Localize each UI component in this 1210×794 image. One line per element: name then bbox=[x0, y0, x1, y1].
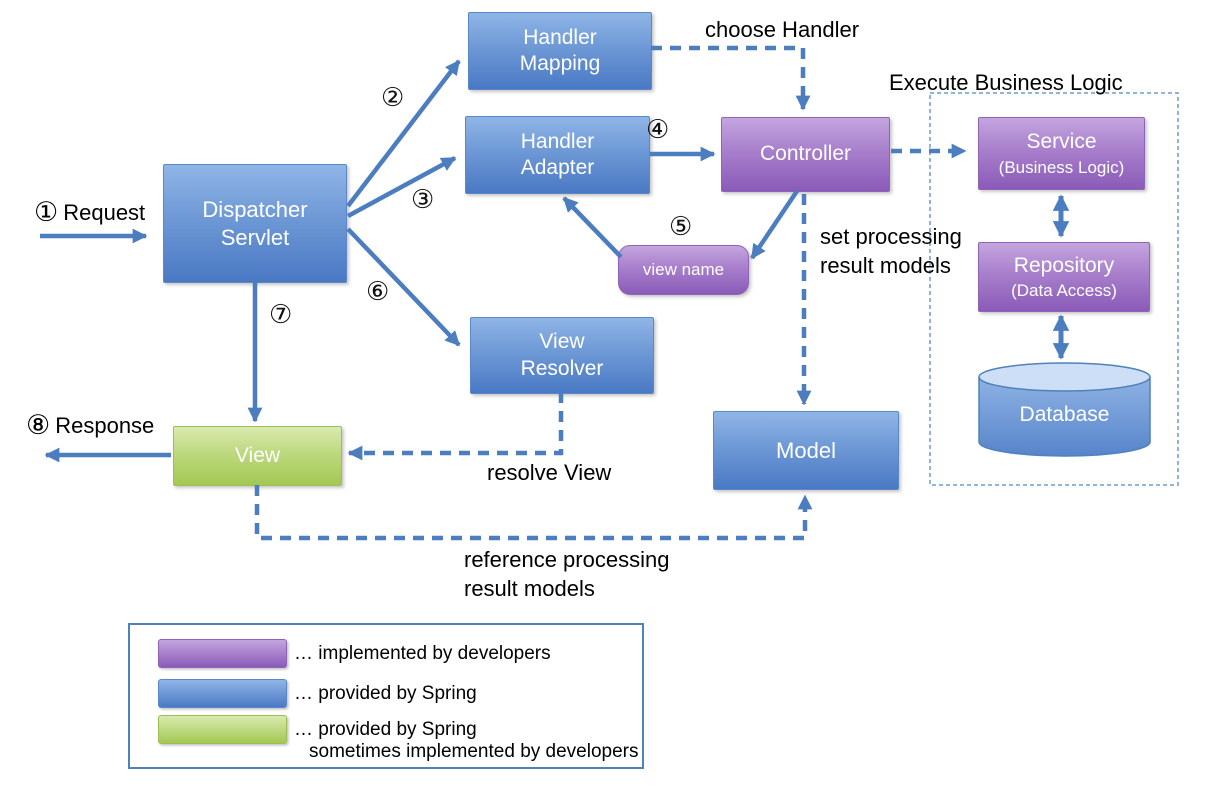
choose-handler-label: choose Handler bbox=[705, 17, 860, 42]
arrow-step6-to-view-resolver bbox=[346, 227, 461, 347]
arrow-step3-to-handler-adapter bbox=[346, 156, 457, 218]
label-line: result models bbox=[464, 576, 595, 601]
node-label: Handler bbox=[520, 129, 595, 153]
node-model: Model bbox=[713, 411, 899, 490]
legend: … implemented by developers … provided b… bbox=[128, 623, 644, 769]
request-text: Request bbox=[63, 200, 146, 225]
step-3-badge: ③ bbox=[411, 185, 435, 215]
label-line: result models bbox=[820, 253, 951, 278]
step-2-badge: ② bbox=[381, 83, 405, 113]
legend-item-label: … provided by Spring bbox=[294, 719, 477, 740]
legend-item-label: … implemented by developers bbox=[294, 643, 551, 664]
node-label: Servlet bbox=[220, 224, 290, 250]
node-label: Handler bbox=[523, 25, 597, 49]
legend-item-label: … provided by Spring bbox=[294, 683, 477, 704]
step-8-badge: ⑧ bbox=[26, 410, 51, 441]
node-controller: Controller bbox=[721, 117, 890, 192]
node-label: Repository bbox=[1013, 253, 1115, 277]
node-label: view name bbox=[642, 260, 725, 280]
response-label: ⑧ Response bbox=[26, 411, 154, 440]
legend-item-label2: sometimes implemented by developers bbox=[309, 741, 639, 762]
step-4-badge: ④ bbox=[646, 115, 670, 145]
label-line: reference processing bbox=[464, 547, 670, 572]
node-label: Adapter bbox=[520, 156, 595, 179]
node-sublabel: (Data Access) bbox=[1011, 281, 1117, 300]
node-label: Service bbox=[1026, 130, 1097, 154]
legend-swatch-blue bbox=[158, 679, 287, 708]
node-view-name: view name bbox=[618, 245, 749, 295]
response-text: Response bbox=[55, 413, 155, 438]
node-handler-adapter: Handler Adapter bbox=[465, 116, 650, 194]
step-1-badge: ① bbox=[34, 197, 59, 228]
node-sublabel: (Business Logic) bbox=[998, 157, 1125, 177]
node-view-resolver: View Resolver bbox=[470, 317, 654, 394]
legend-swatch-purple bbox=[158, 639, 287, 668]
node-label: Mapping bbox=[519, 52, 601, 75]
step-7-badge: ⑦ bbox=[269, 300, 293, 330]
database-label: Database bbox=[1019, 403, 1110, 426]
step-6-badge: ⑥ bbox=[366, 277, 390, 307]
node-repository: Repository (Data Access) bbox=[978, 242, 1150, 312]
node-dispatcher-servlet: Dispatcher Servlet bbox=[163, 164, 347, 283]
node-service: Service (Business Logic) bbox=[978, 117, 1145, 190]
reference-label: reference processing result models bbox=[464, 545, 669, 603]
execute-business-logic-label: Execute Business Logic bbox=[889, 70, 1123, 95]
arrow-resolver-to-view bbox=[347, 392, 564, 461]
node-label: Controller bbox=[759, 142, 852, 166]
arrow-view-to-model-reference bbox=[254, 485, 813, 541]
node-view: View bbox=[173, 426, 342, 486]
arrow-controller-to-view-name bbox=[750, 189, 799, 260]
node-label: Dispatcher bbox=[202, 197, 308, 222]
resolve-view-label: resolve View bbox=[487, 460, 612, 485]
arrow-view-name-to-adapter bbox=[562, 196, 623, 259]
legend-swatch-green bbox=[158, 715, 287, 744]
node-label: Resolver bbox=[520, 356, 604, 380]
node-label: Model bbox=[776, 437, 836, 463]
node-handler-mapping: Handler Mapping bbox=[468, 12, 652, 90]
request-label: ① Request bbox=[34, 198, 145, 227]
label-line: set processing bbox=[820, 224, 962, 249]
node-label: View bbox=[539, 330, 585, 354]
arrow-choose-handler bbox=[651, 45, 811, 111]
set-processing-label: set processing result models bbox=[820, 222, 962, 280]
node-label: View bbox=[234, 443, 281, 467]
step-5-badge: ⑤ bbox=[669, 212, 693, 242]
